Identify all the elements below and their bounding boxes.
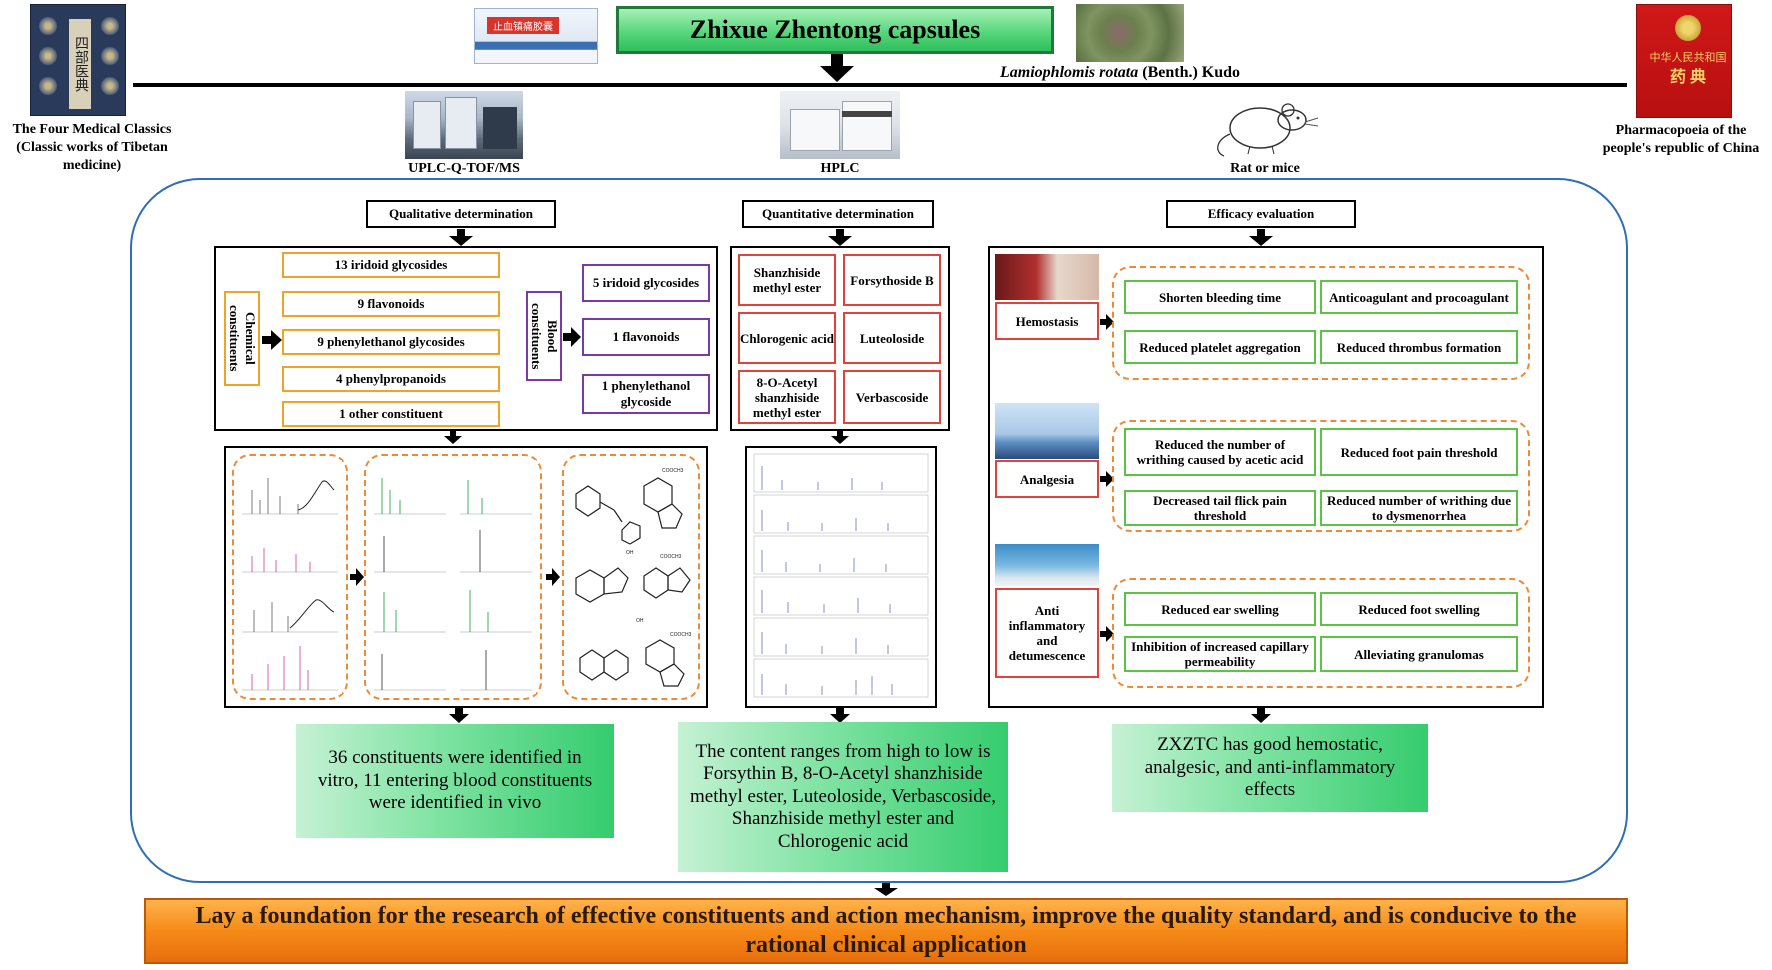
anti-inflammatory-photo: [995, 544, 1099, 586]
package-label: 止血镇痛胶囊: [487, 17, 559, 34]
analgesia-photo: [995, 403, 1099, 459]
effect-ear-swelling: Reduced ear swelling: [1124, 592, 1316, 626]
analgesia-label: Analgesia: [995, 460, 1099, 498]
chemical-item-iridoid: 13 iridoid glycosides: [282, 252, 500, 278]
spectra-arrow-1: [350, 568, 364, 586]
analgesia-effects-group: [1112, 420, 1530, 532]
ms-spectra-group-2: [364, 454, 542, 700]
chemical-item-phenylethanol: 9 phenylethanol glycosides: [282, 329, 500, 355]
svg-text:OH: OH: [626, 550, 634, 556]
compound-verbascoside: Verbascoside: [843, 370, 941, 424]
compound-shanzhiside: Shanzhiside methyl ester: [738, 254, 836, 306]
qualitative-arrow-2: [444, 431, 462, 444]
efficacy-result: ZXZTC has good hemostatic, analgesic, an…: [1112, 724, 1428, 812]
efficacy-arrow-2: [1251, 708, 1271, 723]
hplc-instrument-image: [780, 91, 900, 159]
blood-item-iridoid: 5 iridoid glycosides: [582, 264, 710, 302]
qualitative-result: 36 constituents were identified in vitro…: [296, 724, 614, 838]
uplc-caption: UPLC-Q-TOF/MS: [408, 161, 520, 176]
hplc-chromatograms: [753, 453, 929, 698]
hemostasis-effects-group: [1112, 266, 1530, 380]
anti-inflammatory-label: Anti inflammatory and detumescence: [995, 588, 1099, 678]
quantitative-arrow-1: [828, 229, 852, 246]
blood-constituents-label: Blood constituents: [526, 291, 562, 381]
quantitative-result: The content ranges from high to low is F…: [678, 722, 1008, 872]
blood-item-phenylethanol: 1 phenylethanol glycoside: [582, 374, 710, 414]
effect-writhing-dysmenorrhea: Reduced number of writhing due to dysmen…: [1320, 490, 1518, 526]
hplc-caption: HPLC: [820, 161, 860, 176]
rat-icon: [1210, 90, 1320, 160]
hemostasis-photo: [995, 254, 1099, 300]
pharmacopoeia-cover-line2: 药 典: [1669, 69, 1706, 86]
effect-foot-pain-threshold: Reduced foot pain threshold: [1320, 428, 1518, 476]
plant-species-name: Lamiophlomis rotata (Benth.) Kudo: [1000, 64, 1300, 82]
hemostasis-arrow-icon: [1100, 314, 1114, 330]
chemical-item-other: 1 other constituent: [282, 401, 500, 427]
svg-text:COOCH3: COOCH3: [670, 632, 692, 638]
anti-inflammatory-arrow-icon: [1100, 626, 1114, 642]
four-medical-classics-book-image: 四部医典: [30, 4, 126, 116]
effect-foot-swelling: Reduced foot swelling: [1320, 592, 1518, 626]
efficacy-stage-label: Efficacy evaluation: [1166, 200, 1356, 228]
quantitative-stage-label: Quantitative determination: [742, 200, 934, 228]
effect-tail-flick: Decreased tail flick pain threshold: [1124, 490, 1316, 526]
four-medical-classics-caption: The Four Medical Classics (Classic works…: [12, 122, 172, 173]
anti-inflammatory-effects-group: [1112, 578, 1530, 688]
national-emblem-icon: [1675, 15, 1701, 41]
quantitative-arrow-3: [830, 708, 850, 723]
compound-chlorogenic-acid: Chlorogenic acid: [738, 312, 836, 364]
conclusion-banner: Lay a foundation for the research of eff…: [144, 898, 1628, 964]
qualitative-arrow-3: [449, 708, 469, 723]
blood-item-flavonoids: 1 flavonoids: [582, 318, 710, 356]
hemostasis-label: Hemostasis: [995, 302, 1099, 340]
compound-8-o-acetyl: 8-O-Acetyl shanzhiside methyl ester: [738, 370, 836, 424]
qualitative-stage-label: Qualitative determination: [366, 200, 556, 228]
effect-writhing-acetic: Reduced the number of writhing caused by…: [1124, 428, 1316, 476]
chemical-constituents-label: Chemical constituents: [224, 291, 260, 386]
lamiophlomis-plant-image: [1076, 4, 1184, 62]
study-workflow-container: [130, 178, 1628, 883]
effect-capillary-permeability: Inhibition of increased capillary permea…: [1124, 636, 1316, 672]
animal-caption: Rat or mice: [1230, 161, 1300, 176]
analgesia-arrow-icon: [1100, 471, 1114, 487]
efficacy-arrow-1: [1249, 229, 1273, 246]
plant-species-authority: (Benth.) Kudo: [1138, 64, 1241, 81]
title-down-arrow: [820, 54, 854, 82]
compound-forsythoside-b: Forsythoside B: [843, 254, 941, 306]
effect-anticoagulant: Anticoagulant and procoagulant: [1320, 280, 1518, 314]
ms-spectra-chart-2: [370, 460, 536, 694]
uplc-instrument-image: [405, 91, 523, 159]
blood-arrow-icon: [563, 327, 581, 347]
pharmacopoeia-caption: Pharmacopoeia of the people's republic o…: [1602, 123, 1760, 156]
effect-granulomas: Alleviating granulomas: [1320, 636, 1518, 672]
effect-thrombus-formation: Reduced thrombus formation: [1320, 330, 1518, 364]
main-title: Zhixue Zhentong capsules: [616, 6, 1054, 54]
qualitative-arrow-1: [449, 229, 473, 246]
spectra-arrow-2: [546, 568, 560, 586]
svg-text:COOCH3: COOCH3: [662, 468, 684, 474]
pharmacopoeia-book-image: 中华人民共和国 药 典: [1636, 4, 1732, 118]
capsule-package-image: 止血镇痛胶囊: [474, 8, 598, 64]
ms-spectra-group-1: [232, 454, 348, 700]
effect-platelet-aggregation: Reduced platelet aggregation: [1124, 330, 1316, 364]
effect-shorten-bleeding: Shorten bleeding time: [1124, 280, 1316, 314]
chemical-item-phenylpropanoids: 4 phenylpropanoids: [282, 366, 500, 392]
quantitative-arrow-2: [831, 431, 849, 444]
chemical-structures-group: [562, 454, 700, 700]
book-cover-title: 四部医典: [69, 19, 91, 109]
plant-species-italic: Lamiophlomis rotata: [1000, 64, 1139, 81]
footer-arrow: [874, 883, 898, 896]
ms-spectra-chart-1: [238, 460, 342, 694]
chemical-arrow-icon: [262, 330, 282, 350]
svg-text:OH: OH: [636, 618, 644, 624]
compound-luteoloside: Luteoloside: [843, 312, 941, 364]
header-divider-line: [133, 83, 1627, 87]
pharmacopoeia-cover-line1: 中华人民共和国: [1649, 52, 1727, 64]
chemical-item-flavonoids: 9 flavonoids: [282, 291, 500, 317]
svg-text:COOCH3: COOCH3: [660, 554, 682, 560]
